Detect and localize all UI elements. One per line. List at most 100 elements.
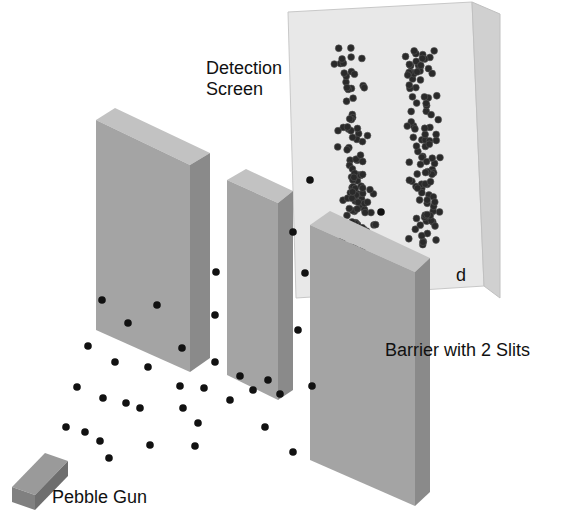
hit-dot (405, 235, 412, 242)
block-front (96, 120, 190, 372)
hit-dot (341, 70, 348, 77)
hit-dot (346, 205, 353, 212)
hit-dot (413, 215, 420, 222)
hit-dot (431, 47, 438, 54)
pebble-dot (105, 454, 113, 462)
hit-dot (406, 159, 413, 166)
hit-dot (435, 116, 442, 123)
hit-dot (426, 141, 433, 148)
hit-dot (347, 45, 354, 52)
barrier-middle (227, 169, 293, 400)
hit-dot (359, 171, 366, 178)
hit-dot (413, 143, 420, 150)
pebble-dot (99, 394, 107, 402)
pebble-dot (81, 428, 89, 436)
pebble-dot (261, 423, 269, 431)
hit-dot (432, 223, 439, 230)
hit-dot (344, 146, 351, 153)
hit-dot (402, 53, 409, 60)
pebble-dot (153, 301, 161, 309)
pebble-dot (84, 342, 92, 350)
hit-dot (348, 54, 355, 61)
pebble-dot (73, 383, 81, 391)
hit-dot (423, 158, 430, 165)
pebble-dot (124, 319, 132, 327)
hit-dot (417, 62, 424, 69)
hit-dot (424, 197, 431, 204)
hit-dot (344, 124, 351, 131)
hit-dot (351, 71, 358, 78)
pebble-dot (226, 396, 234, 404)
block-front (227, 180, 278, 400)
hit-dot (411, 47, 418, 54)
hit-dot (339, 56, 346, 63)
screen-label: Detection Screen (206, 58, 306, 100)
screen-side (472, 2, 500, 298)
pebble-dot (212, 268, 220, 276)
hit-dot (367, 186, 374, 193)
hit-dot (351, 174, 358, 181)
hit-dot (404, 72, 411, 79)
pebble-dot (301, 269, 309, 277)
hit-dot (343, 98, 350, 105)
pebble-dot (98, 296, 106, 304)
pebble-dot (191, 442, 199, 450)
barrier-label: Barrier with 2 Slits (385, 340, 535, 361)
block-side (190, 153, 210, 372)
hit-dot (429, 70, 436, 77)
pebble-dot (264, 376, 272, 384)
hit-dot (409, 93, 416, 100)
hit-dot (359, 185, 366, 192)
hit-dot (431, 199, 438, 206)
pebble-dot (377, 208, 385, 216)
hit-dot (344, 212, 351, 219)
hit-dot (335, 45, 342, 52)
hit-dot (406, 61, 413, 68)
hit-dot (334, 143, 341, 150)
pebble-dot (176, 382, 184, 390)
hit-dot (422, 131, 429, 138)
hit-dot (364, 199, 371, 206)
hit-dot (349, 189, 356, 196)
hit-dot (404, 123, 411, 130)
pebble-dot (62, 423, 70, 431)
pebble-dot (178, 344, 186, 352)
hit-dot (355, 199, 362, 206)
hit-dot (436, 209, 443, 216)
hit-dot (350, 95, 357, 102)
pebble-dot (308, 382, 316, 390)
hit-dot (412, 226, 419, 233)
pebble-dot (211, 358, 219, 366)
hit-dot (423, 100, 430, 107)
pebble-dot (249, 386, 257, 394)
pebble-dot (289, 448, 297, 456)
hit-dot (433, 92, 440, 99)
hit-dot (372, 221, 379, 228)
hit-dot (433, 137, 440, 144)
hit-dot (349, 195, 356, 202)
hit-dot (433, 237, 440, 244)
hit-dot (416, 197, 423, 204)
hit-dot (408, 108, 415, 115)
gun-front (12, 487, 35, 510)
block-front (310, 225, 415, 506)
hit-dot (349, 134, 356, 141)
pebble-dot (294, 326, 302, 334)
hit-dot (364, 132, 371, 139)
barrier-left (96, 108, 210, 372)
hit-dot (354, 206, 361, 213)
block-side (415, 258, 430, 506)
hit-dot (357, 152, 364, 159)
hit-dot (412, 126, 419, 133)
gun-label: Pebble Gun (52, 487, 172, 508)
hit-dot (417, 77, 424, 84)
hit-dot (428, 111, 435, 118)
pebble-dot (194, 419, 202, 427)
hit-dot (424, 211, 431, 218)
hit-dot (346, 115, 353, 122)
hit-dot (359, 158, 366, 165)
hit-dot (414, 171, 421, 178)
block-side (278, 191, 293, 400)
pebble-dot (211, 311, 219, 319)
